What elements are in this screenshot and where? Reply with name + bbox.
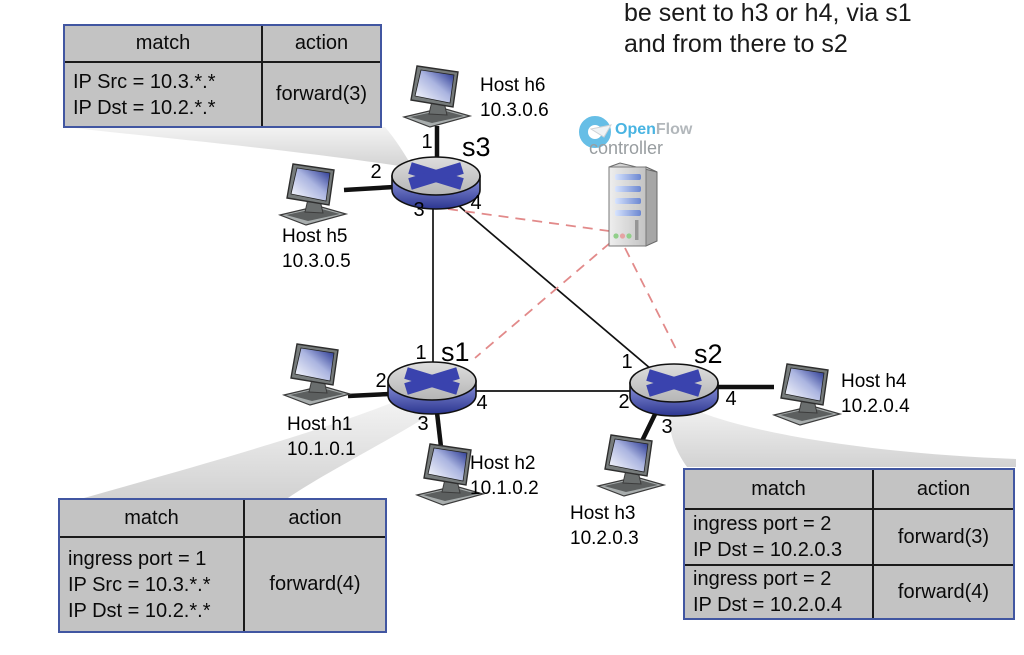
host-label-h5: Host h5 10.3.0.5	[282, 224, 351, 274]
openflow-wordmark: OpenFlow	[615, 121, 692, 139]
host-label-h6: Host h6 10.3.0.6	[480, 73, 549, 123]
s2-port-1: 1	[621, 351, 633, 373]
s3-table-header-match: match	[65, 26, 263, 63]
s1-match-line-3: IP Dst = 10.2.*.*	[68, 599, 211, 622]
annotation-line-2: and from there to s2	[624, 30, 848, 58]
control-link-s2	[624, 247, 678, 352]
s1-table-header-match: match	[60, 500, 245, 538]
s2-table-row2-action: forward(4)	[874, 564, 1013, 618]
s2-port-2: 2	[618, 391, 630, 413]
s1-table-row-action: forward(4)	[269, 573, 361, 595]
host-label-h1: Host h1 10.1.0.1	[287, 412, 356, 462]
link-h1-s1	[347, 391, 391, 399]
s1-port-1: 1	[415, 342, 427, 364]
s3-table-row-action: forward(3)	[275, 83, 368, 105]
host-ip-h2: 10.1.0.2	[470, 478, 539, 499]
s3-port-4: 4	[470, 192, 482, 214]
host-name-h4: Host h4	[841, 371, 907, 392]
flow-table-s2: match action ingress port = 2 IP Dst = 1…	[683, 468, 1015, 620]
flow-table-s3: match action IP Src = 10.3.*.* IP Dst = …	[63, 24, 382, 128]
switch-label-s1: s1	[441, 337, 470, 367]
host-label-h2: Host h2 10.1.0.2	[470, 451, 539, 501]
callout-table-s1	[84, 401, 428, 498]
host-name-h1: Host h1	[287, 414, 353, 435]
s2-port-3: 3	[661, 416, 673, 438]
host-icon-h5	[279, 163, 347, 226]
switch-label-s3: s3	[462, 132, 491, 162]
host-ip-h5: 10.3.0.5	[282, 251, 351, 272]
s1-port-4: 4	[476, 392, 488, 414]
s3-port-3: 3	[413, 199, 425, 221]
host-name-h6: Host h6	[480, 75, 546, 96]
host-label-h3: Host h3 10.2.0.3	[570, 501, 639, 551]
s1-port-3: 3	[417, 413, 429, 435]
host-name-h2: Host h2	[470, 453, 536, 474]
host-icon-h4	[773, 363, 841, 426]
s1-port-2: 2	[375, 370, 387, 392]
openflow-wordmark-flow: Flow	[655, 121, 693, 138]
host-ip-h1: 10.1.0.1	[287, 439, 356, 460]
s2-row2-match-line-1: ingress port = 2	[693, 568, 832, 590]
controller-label: controller	[589, 138, 664, 158]
link-s3-s2	[458, 205, 652, 370]
s1-table-header-action: action	[245, 500, 385, 538]
host-ip-h3: 10.2.0.3	[570, 528, 639, 549]
link-h5-s3	[343, 184, 395, 193]
host-name-h5: Host h5	[282, 226, 348, 247]
s2-port-4: 4	[725, 388, 737, 410]
switch-icon-s2	[630, 364, 718, 416]
annotation-note: be sent to h3 or h4, via s1 and from the…	[624, 0, 912, 60]
s3-port-1: 1	[421, 131, 433, 153]
host-icon-h3	[597, 434, 665, 497]
s2-row1-match-line-2: IP Dst = 10.2.0.3	[693, 539, 843, 561]
switch-label-s2: s2	[694, 339, 723, 369]
host-name-h3: Host h3	[570, 503, 636, 524]
s2-table-header-action: action	[874, 470, 1013, 510]
s2-table-header-match: match	[685, 470, 874, 510]
control-link-s1	[474, 242, 611, 359]
callout-table-s3	[66, 127, 413, 168]
s2-row2-match-line-2: IP Dst = 10.2.0.4	[693, 594, 843, 616]
s3-match-line-2: IP Dst = 10.2.*.*	[73, 96, 216, 119]
s3-table-row-match: IP Src = 10.3.*.* IP Dst = 10.2.*.*	[65, 63, 263, 126]
s2-table-row1-match: ingress port = 2 IP Dst = 10.2.0.3	[685, 510, 874, 564]
openflow-wordmark-open: Open	[615, 121, 656, 138]
s2-table-row1-action: forward(3)	[897, 525, 990, 548]
host-label-h4: Host h4 10.2.0.4	[841, 369, 910, 419]
s3-table-header-action: action	[263, 26, 380, 63]
annotation-line-1: be sent to h3 or h4, via s1	[624, 0, 912, 27]
host-ip-h4: 10.2.0.4	[841, 396, 910, 417]
controller-server-icon	[608, 162, 658, 247]
flow-table-s1: match action ingress port = 1 IP Src = 1…	[58, 498, 387, 633]
switch-icon-s1	[388, 362, 476, 414]
s2-table-row2-match: ingress port = 2 IP Dst = 10.2.0.4	[685, 564, 874, 618]
s3-port-2: 2	[370, 161, 382, 183]
callout-table-s2	[669, 404, 1016, 467]
s1-match-line-1: ingress port = 1	[68, 547, 207, 570]
host-icon-h1	[283, 343, 351, 406]
host-ip-h6: 10.3.0.6	[480, 100, 549, 121]
s1-match-line-2: IP Src = 10.3.*.*	[68, 573, 211, 596]
s2-row1-match-line-1: ingress port = 2	[693, 513, 832, 535]
openflow-logo-icon	[579, 116, 612, 148]
s3-match-line-1: IP Src = 10.3.*.*	[73, 70, 216, 93]
host-icon-h6	[403, 65, 471, 128]
s1-table-row-match: ingress port = 1 IP Src = 10.3.*.* IP Ds…	[60, 538, 245, 631]
